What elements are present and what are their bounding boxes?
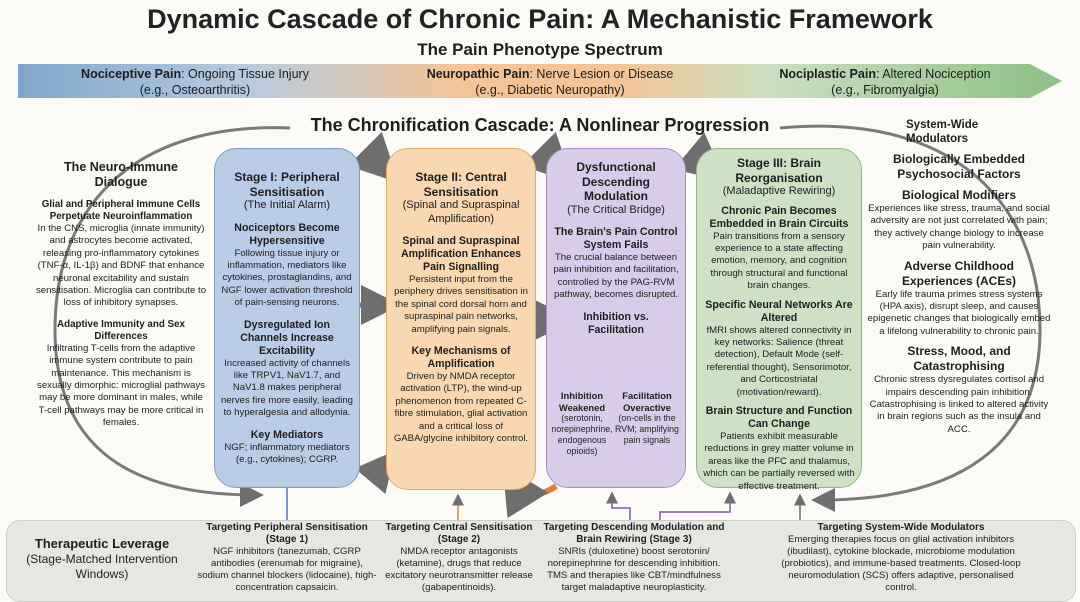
stage2-title: Stage II: Central Sensitisation: [415, 170, 507, 199]
therapy-item-body: NGF inhibitors (tanezumab, CGRP antibodi…: [197, 546, 377, 593]
therapy-subtitle: (Stage-Matched Intervention Windows): [26, 552, 178, 581]
section-body: Persistent input from the periphery driv…: [394, 274, 528, 335]
system-wide-panel: System-Wide Modulators Biologically Embe…: [866, 118, 1052, 436]
modulation-title: Dysfunctional Descending Modulation: [576, 160, 656, 203]
spectrum-item-neuropathic: Neuropathic Pain: Nerve Lesion or Diseas…: [385, 66, 715, 98]
section-heading: Dysregulated Ion Channels Increase Excit…: [240, 318, 334, 357]
section-heading: The Brain's Pain Control System Fails: [554, 226, 678, 251]
spectrum-item-nociplastic: Nociplastic Pain: Altered Nociception (e…: [740, 66, 1030, 98]
section-heading: Nociceptors Become Hypersensitive: [234, 221, 340, 247]
facilitation-heading: Facilitation Overactive: [622, 390, 672, 413]
spectrum-example: (e.g., Fibromyalgia): [831, 83, 939, 97]
therapy-item-body: SNRIs (duloxetine) boost serotonin/ nore…: [547, 546, 721, 593]
section-body: Patients exhibit measurable reductions i…: [703, 430, 855, 492]
section-heading: Brain Structure and Function Can Change: [705, 404, 853, 430]
stage3-card: [696, 148, 862, 488]
section-body: NGF; inflammatory mediators (e.g., cytok…: [224, 441, 350, 465]
modulation-card: [546, 148, 686, 488]
spectrum-desc: : Altered Nociception: [875, 67, 991, 81]
spectrum-item-nociceptive: Nociceptive Pain: Ongoing Tissue Injury …: [40, 66, 350, 98]
neuro-immune-title: The Neuro-Immune Dialogue: [64, 160, 178, 189]
therapy-item-heading: Targeting Peripheral Sensitisation (Stag…: [206, 522, 368, 545]
section-body: Chronic stress dysregulates cortisol and…: [869, 374, 1049, 435]
spectrum-arrow: [18, 64, 1062, 98]
stage1-content: Stage I: Peripheral Sensitisation (The I…: [220, 170, 354, 466]
section-heading: Key Mechanisms of Amplification: [411, 345, 511, 371]
system-wide-subtitle: Biologically Embedded Psychosocial Facto…: [892, 152, 1026, 181]
therapy-item-stage1: Targeting Peripheral Sensitisation (Stag…: [196, 522, 378, 594]
spectrum-example: (e.g., Diabetic Neuropathy): [475, 83, 625, 97]
section-heading: Biological Modifiers: [901, 188, 1016, 202]
section-heading: Adaptive Immunity and Sex Differences: [57, 318, 185, 342]
therapy-item-heading: Targeting System-Wide Modulators: [817, 522, 985, 533]
stage2-content: Stage II: Central Sensitisation (Spinal …: [392, 170, 530, 445]
modulation-content: Dysfunctional Descending Modulation (The…: [552, 160, 680, 337]
loop-arc-right: [779, 124, 1042, 512]
facilitation-block: Facilitation Overactive (on-cells in the…: [614, 390, 680, 446]
stage1-subtitle: (The Initial Alarm): [243, 199, 331, 211]
section-body: The crucial balance between pain inhibit…: [553, 252, 679, 301]
therapy-title: Therapeutic Leverage: [34, 536, 170, 551]
section-body: Following tissue injury or inflammation,…: [221, 247, 353, 309]
section-body: Infiltrating T-cells from the adaptive i…: [37, 342, 205, 429]
section-heading: Chronic Pain Becomes Embedded in Brain C…: [709, 204, 849, 230]
stage2-card: [386, 148, 536, 490]
section-heading: Key Mediators: [250, 428, 324, 441]
section-heading: Glial and Peripheral Immune Cells Perpet…: [41, 199, 201, 222]
therapy-item-system: Targeting System-Wide Modulators Emergin…: [736, 522, 1066, 594]
spectrum-name: Neuropathic Pain: [426, 67, 530, 81]
therapy-line-3: [606, 491, 631, 522]
stage3-subtitle: (Maladaptive Rewiring): [722, 185, 836, 197]
system-wide-title: System-Wide Modulators: [906, 119, 979, 145]
stage3-title: Stage III: Brain Reorganisation: [735, 156, 823, 185]
inhibition-body: (serotonin, norepinephrine, endogenous o…: [551, 413, 613, 456]
therapy-item-heading: Targeting Central Sensitisation (Stage 2…: [385, 522, 533, 545]
therapy-line-4: [659, 491, 736, 522]
loop-arc-left: [53, 126, 291, 507]
section-body: In the CNS, microglia (innate immunity) …: [35, 223, 207, 309]
inhibition-block: Inhibition Weakened (serotonin, norepine…: [550, 390, 614, 457]
section-heading: Adverse Childhood Experiences (ACEs): [901, 258, 1017, 288]
section-heading: Specific Neural Networks Are Altered: [705, 298, 853, 324]
therapy-item-stage2: Targeting Central Sensitisation (Stage 2…: [384, 522, 534, 594]
section-body: Experiences like stress, trauma, and soc…: [868, 203, 1050, 252]
section-body: Early life trauma primes stress systems …: [867, 288, 1051, 337]
stage3-content: Stage III: Brain Reorganisation (Maladap…: [702, 156, 856, 493]
spectrum-desc: : Ongoing Tissue Injury: [181, 67, 309, 81]
therapy-heading-block: Therapeutic Leverage (Stage-Matched Inte…: [12, 536, 192, 582]
therapy-item-stage3: Targeting Descending Modulation and Brai…: [540, 522, 728, 594]
cascade-title: The Chronification Cascade: A Nonlinear …: [310, 115, 770, 135]
modulation-subtitle: (The Critical Bridge): [567, 203, 665, 216]
stage1-card: [214, 148, 360, 488]
spectrum-title: The Pain Phenotype Spectrum: [417, 40, 663, 59]
section-body: Pain transitions from a sensory experien…: [710, 230, 848, 292]
section-heading: Spinal and Supraspinal Amplification Enh…: [400, 235, 522, 273]
section-body: Driven by NMDA receptor activation (LTP)…: [393, 371, 529, 445]
therapy-item-body: Emerging therapies focus on glial activa…: [781, 534, 1021, 593]
therapy-item-heading: Targeting Descending Modulation and Brai…: [543, 522, 725, 545]
spectrum-example: (e.g., Osteoarthritis): [139, 83, 251, 97]
facilitation-body: (on-cells in the RVM; amplifying pain si…: [615, 413, 679, 445]
stage2-subtitle: (Spinal and Supraspinal Amplification): [402, 199, 520, 225]
spectrum-name: Nociplastic Pain: [779, 67, 876, 81]
main-title: Dynamic Cascade of Chronic Pain: A Mecha…: [147, 4, 933, 34]
neuro-immune-panel: The Neuro-Immune Dialogue Glial and Peri…: [30, 160, 212, 430]
therapy-item-body: NMDA receptor antagonists (ketamine), dr…: [385, 546, 533, 593]
inhibition-heading: Inhibition Weakened: [558, 390, 606, 413]
section-heading: Stress, Mood, and Catastrophising: [907, 344, 1011, 374]
stage1-title: Stage I: Peripheral Sensitisation: [234, 170, 340, 199]
section-body: Increased activity of channels like TRPV…: [220, 357, 354, 419]
balance-title: Inhibition vs. Facilitation: [583, 310, 649, 336]
spectrum-desc: : Nerve Lesion or Disease: [529, 67, 674, 81]
spectrum-name: Nociceptive Pain: [81, 67, 182, 81]
therapy-panel: [6, 520, 1076, 602]
section-body: fMRI shows altered connectivity in key n…: [706, 324, 852, 398]
